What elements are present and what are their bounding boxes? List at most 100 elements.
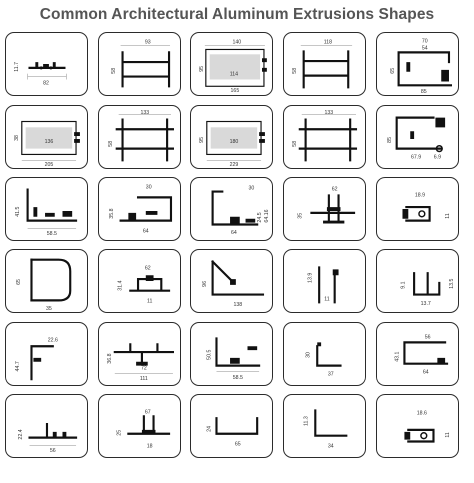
svg-text:62: 62 (332, 187, 338, 193)
svg-text:229: 229 (230, 162, 239, 168)
svg-text:133: 133 (325, 110, 334, 116)
svg-text:93: 93 (145, 40, 151, 46)
svg-text:11: 11 (445, 432, 451, 438)
svg-text:44.7: 44.7 (15, 361, 21, 371)
svg-text:35: 35 (46, 306, 52, 312)
svg-text:38: 38 (14, 135, 20, 141)
svg-text:56: 56 (425, 335, 431, 341)
profile-card[interactable]: 11.3 34 (283, 394, 366, 458)
profile-card[interactable]: 70 54 65 85 (376, 32, 459, 96)
profile-card[interactable]: 96 138 (190, 249, 273, 313)
profile-card[interactable]: 38 136 205 (5, 105, 88, 169)
svg-text:138: 138 (233, 302, 242, 308)
profile-card[interactable]: 30 64.16 24.5 64 (190, 177, 273, 241)
profile-card[interactable]: 62 35 (283, 177, 366, 241)
profile-card[interactable]: 133 58 (98, 105, 181, 169)
svg-text:18.6: 18.6 (417, 410, 427, 416)
svg-text:118: 118 (324, 40, 332, 46)
svg-text:205: 205 (45, 162, 54, 168)
svg-text:35: 35 (298, 213, 304, 219)
profile-card[interactable]: 85 67.9 6.9 (376, 105, 459, 169)
profile-card[interactable]: 82 11.7 (5, 32, 88, 96)
svg-text:34: 34 (328, 443, 334, 449)
profile-card[interactable]: 30 37 (283, 322, 366, 386)
svg-text:50.5: 50.5 (207, 350, 213, 360)
svg-text:35.8: 35.8 (109, 208, 115, 218)
svg-text:31.4: 31.4 (118, 280, 124, 290)
profile-card[interactable]: 62 31.4 11 (98, 249, 181, 313)
profile-card[interactable]: 56 43.1 64 (376, 322, 459, 386)
profile-card[interactable]: 22.6 44.7 (5, 322, 88, 386)
profile-card[interactable]: 24 65 (190, 394, 273, 458)
profile-card[interactable]: 18.6 11 (376, 394, 459, 458)
svg-text:41.5: 41.5 (15, 206, 21, 216)
svg-text:9.1: 9.1 (400, 281, 406, 288)
svg-text:6.9: 6.9 (434, 154, 441, 160)
svg-text:58: 58 (111, 68, 117, 74)
svg-text:67: 67 (145, 409, 151, 415)
svg-text:62: 62 (145, 265, 151, 271)
svg-text:18.9: 18.9 (415, 192, 425, 198)
svg-text:65: 65 (235, 441, 241, 447)
svg-text:11: 11 (324, 296, 330, 302)
svg-text:70: 70 (422, 39, 428, 45)
svg-text:95: 95 (199, 66, 205, 72)
svg-text:140: 140 (232, 40, 241, 46)
profile-card[interactable]: 9.1 13.5 13.7 (376, 249, 459, 313)
svg-text:30: 30 (305, 352, 311, 358)
profile-card[interactable]: 67 25 18 (98, 394, 181, 458)
svg-text:82: 82 (43, 80, 49, 86)
svg-text:64: 64 (423, 369, 429, 375)
svg-text:13.9: 13.9 (307, 273, 313, 283)
svg-text:72: 72 (141, 366, 147, 372)
profile-card[interactable]: 140 95 114 165 (190, 32, 273, 96)
svg-text:30: 30 (146, 185, 152, 191)
svg-text:165: 165 (231, 88, 240, 94)
svg-text:11: 11 (445, 213, 451, 219)
profile-card[interactable]: 50.5 58.5 (190, 322, 273, 386)
profile-card[interactable]: 93 58 (98, 32, 181, 96)
svg-text:11: 11 (147, 298, 153, 304)
svg-text:30: 30 (248, 186, 254, 192)
svg-text:11.3: 11.3 (304, 416, 310, 426)
svg-text:22.6: 22.6 (48, 337, 58, 343)
profile-card[interactable]: 133 58 (283, 105, 366, 169)
svg-text:64: 64 (231, 230, 237, 236)
profile-card[interactable]: 22.4 56 (5, 394, 88, 458)
svg-text:13.5: 13.5 (449, 278, 455, 288)
svg-text:22.4: 22.4 (18, 429, 24, 439)
svg-text:18: 18 (147, 443, 153, 449)
svg-text:65: 65 (16, 279, 22, 285)
svg-text:85: 85 (421, 89, 427, 95)
svg-text:58: 58 (292, 68, 298, 74)
profile-card[interactable]: 95 180 229 (190, 105, 273, 169)
svg-text:180: 180 (230, 139, 239, 145)
svg-text:133: 133 (140, 110, 149, 116)
svg-text:58.5: 58.5 (47, 231, 57, 237)
svg-text:65: 65 (390, 68, 396, 74)
profile-card[interactable]: 18.9 11 (376, 177, 459, 241)
svg-text:58: 58 (108, 141, 114, 147)
svg-text:13.7: 13.7 (421, 301, 431, 307)
profile-card[interactable]: 30 35.8 64 (98, 177, 181, 241)
svg-text:58.5: 58.5 (233, 375, 243, 381)
svg-text:95: 95 (199, 137, 205, 143)
svg-text:54: 54 (422, 45, 428, 51)
profile-card[interactable]: 36.8 72 111 (98, 322, 181, 386)
profile-card[interactable]: 118 58 (283, 32, 366, 96)
svg-text:43.1: 43.1 (395, 351, 401, 361)
svg-text:25: 25 (117, 430, 123, 436)
profile-card[interactable]: 65 35 (5, 249, 88, 313)
svg-text:64.16: 64.16 (264, 209, 270, 222)
svg-text:37: 37 (328, 371, 334, 377)
profile-card[interactable]: 41.5 58.5 (5, 177, 88, 241)
page-title: Common Architectural Aluminum Extrusions… (39, 6, 435, 23)
svg-text:64: 64 (143, 228, 149, 234)
svg-text:85: 85 (387, 137, 393, 143)
svg-text:24: 24 (207, 426, 213, 432)
svg-text:56: 56 (50, 448, 56, 454)
svg-text:111: 111 (140, 376, 148, 382)
svg-text:58: 58 (292, 141, 298, 147)
profile-card[interactable]: 13.9 11 (283, 249, 366, 313)
